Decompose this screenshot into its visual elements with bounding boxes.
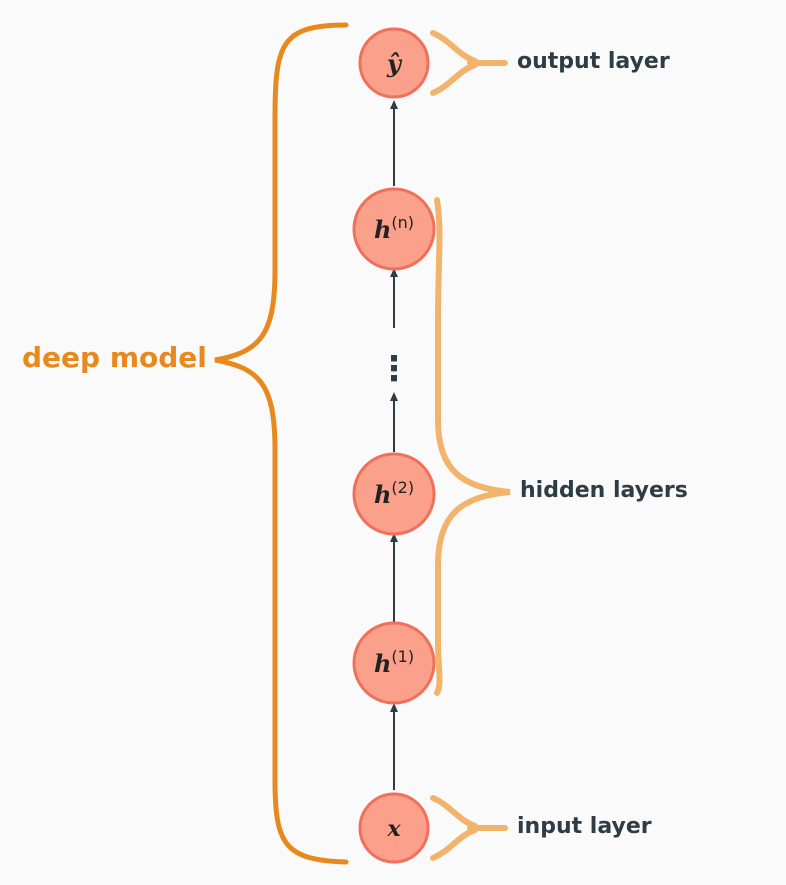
output-layer-brace [430,30,508,96]
vertical-ellipsis: ⋮ [377,349,411,389]
deep-model-label: deep model [22,341,207,374]
node-y-hat: ŷ [358,27,430,99]
output-layer-label: output layer [517,49,670,74]
node-h-1: h(1) [352,621,436,705]
hidden-layers-brace [434,197,511,696]
node-h-2-sup: (2) [391,478,414,497]
node-h-n-base: h [374,215,391,244]
hidden-layers-label: hidden layers [520,478,688,503]
svg-text:h(n): h(n) [374,213,414,244]
node-h-1-sup: (1) [391,647,414,666]
node-x: x [358,792,430,864]
svg-text:h(2): h(2) [374,478,414,509]
node-h-2: h(2) [352,452,436,536]
deep-model-brace [214,22,349,865]
node-h-2-base: h [374,480,391,509]
node-y-hat-label: ŷ [386,49,403,78]
input-layer-brace [430,795,508,861]
node-h-1-base: h [374,649,391,678]
node-x-label: x [386,816,401,842]
svg-text:h(1): h(1) [374,647,414,678]
input-layer-label: input layer [517,814,652,839]
node-h-n-sup: (n) [391,213,414,232]
node-h-n: h(n) [352,187,436,271]
